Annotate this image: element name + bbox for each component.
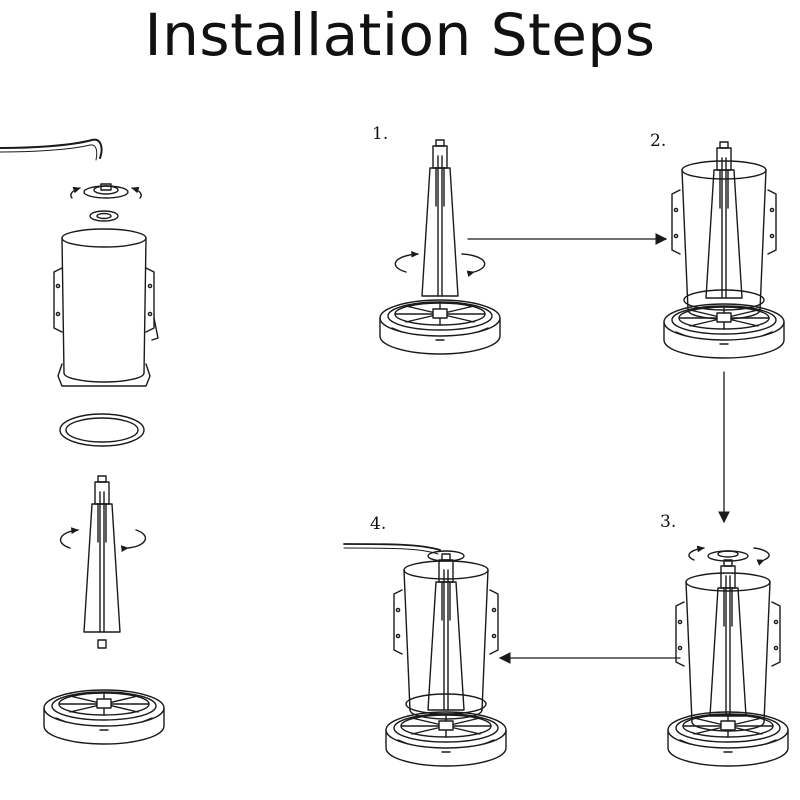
exploded-view	[0, 138, 165, 745]
step-4-illustration	[343, 543, 507, 767]
step-3-illustration	[667, 545, 789, 767]
step-2-illustration	[663, 141, 785, 359]
page-title: Installation Steps	[144, 1, 656, 69]
step-label-4: 4.	[370, 514, 387, 534]
step-label-1: 1.	[372, 124, 389, 144]
step-label-3: 3.	[660, 512, 677, 532]
step-1-illustration	[379, 139, 501, 355]
step-label-2: 2.	[650, 131, 667, 151]
